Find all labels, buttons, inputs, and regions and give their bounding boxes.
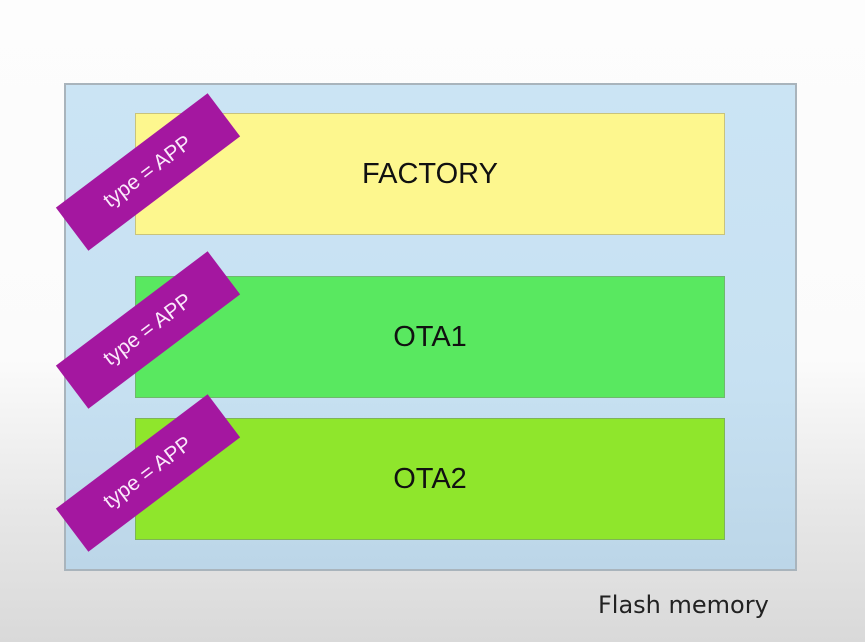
partition-label: FACTORY — [362, 157, 498, 190]
flash-memory-caption: Flash memory — [598, 591, 769, 619]
partition-label: OTA2 — [393, 462, 467, 495]
partition-label: OTA1 — [393, 320, 467, 353]
partition-ota2: OTA2 — [135, 418, 725, 540]
